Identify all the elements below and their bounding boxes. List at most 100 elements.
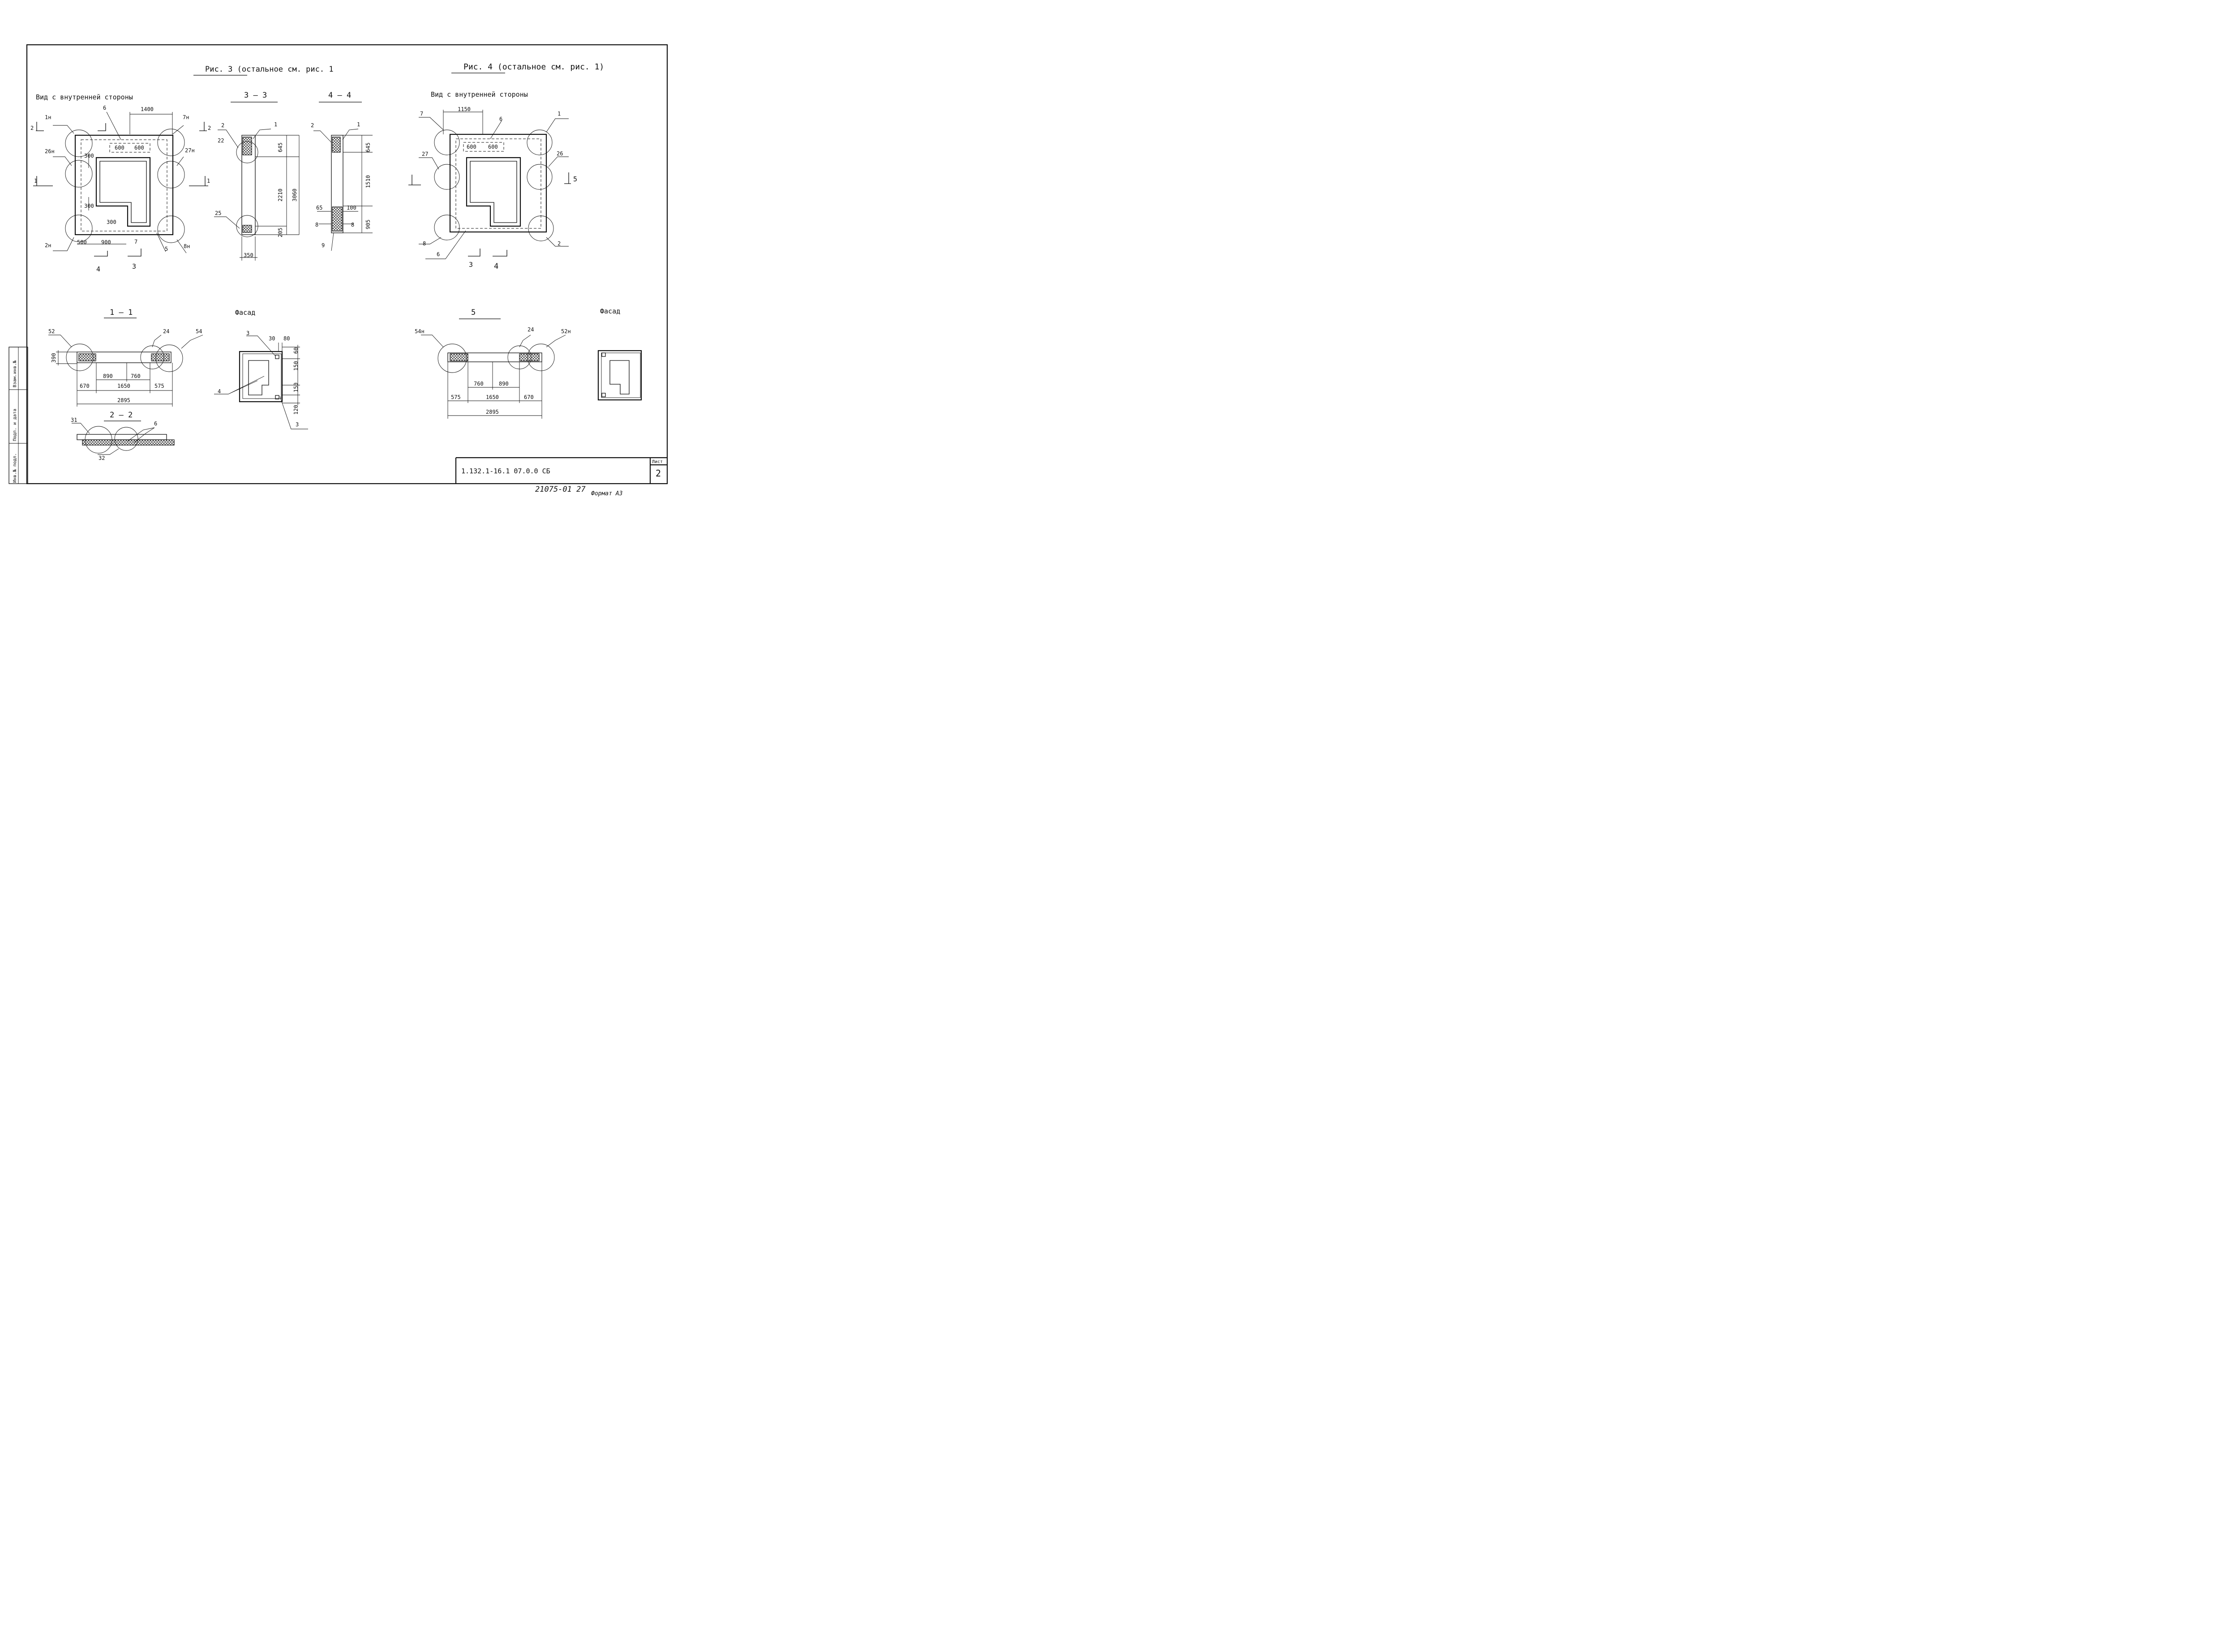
f4-callout-8: 8 bbox=[423, 240, 426, 247]
dim-300-b: 300 bbox=[84, 203, 94, 209]
dim-1400: 1400 bbox=[141, 106, 154, 112]
section-2-2-title: 2 — 2 bbox=[110, 411, 133, 420]
dim-300-c: 300 bbox=[107, 219, 116, 225]
dim-900: 900 bbox=[101, 239, 111, 245]
f4-callout-2: 2 bbox=[558, 240, 561, 247]
fl-dim-150-a: 150 bbox=[293, 361, 299, 371]
s5-dim-760: 760 bbox=[474, 381, 484, 387]
s33-callout-2: 2 bbox=[221, 122, 224, 129]
s11-dim-760: 760 bbox=[131, 373, 141, 379]
s22-callout-6: 6 bbox=[154, 421, 157, 427]
s33-dim-3060: 3060 bbox=[292, 189, 298, 202]
callout-27n: 27н bbox=[185, 147, 195, 154]
s11-dim-670: 670 bbox=[80, 383, 90, 389]
callout-2n: 2н bbox=[45, 242, 51, 249]
callout-26n: 26н bbox=[45, 148, 55, 154]
callout-7n: 7н bbox=[183, 114, 189, 120]
s44-callout-2: 2 bbox=[311, 122, 314, 129]
cut-1-right: 1 bbox=[207, 178, 210, 184]
fig4-labels: 7 27 8 1 26 2 6 6 5 3 4 1150 600 600 bbox=[420, 106, 577, 271]
fl-callout-3-top: 3 bbox=[246, 330, 249, 336]
cut-3: 3 bbox=[132, 262, 136, 270]
fig4-title: Рис. 4 (остальное см. рис. 1) bbox=[463, 62, 604, 72]
dim-600-b: 600 bbox=[134, 145, 144, 151]
fl-dim-30: 30 bbox=[269, 335, 275, 342]
section-3-3-labels: 2 22 25 1 645 2210 3060 205 350 bbox=[215, 121, 298, 258]
f4-cut-3: 3 bbox=[469, 261, 473, 269]
fig3-inner-view bbox=[33, 112, 208, 257]
side-stamp-sign-date: Подп. и дата bbox=[13, 409, 17, 441]
s33-dim-645: 645 bbox=[277, 142, 283, 152]
f4-mark-6-top: 6 bbox=[499, 116, 502, 122]
s33-callout-22: 22 bbox=[218, 137, 224, 144]
callout-1n: 1н bbox=[45, 114, 51, 120]
document-code: 1.132.1-16.1 07.0.0 СБ bbox=[461, 467, 550, 475]
s33-dim-205: 205 bbox=[277, 227, 283, 237]
format-label: Формат А3 bbox=[591, 490, 622, 497]
f4-dim-600-a: 600 bbox=[467, 144, 476, 150]
f4-cut-5: 5 bbox=[573, 175, 577, 183]
fig4-panel-outline bbox=[449, 133, 547, 233]
section-2-2-labels: 31 6 32 bbox=[71, 417, 157, 461]
s11-callout-24: 24 bbox=[163, 328, 169, 335]
f4-callout-1: 1 bbox=[558, 111, 561, 117]
s5-callout-24: 24 bbox=[528, 326, 534, 333]
f4-dim-1150: 1150 bbox=[458, 106, 471, 112]
s5-dim-1650: 1650 bbox=[486, 394, 499, 400]
s44-callout-8-left: 8 bbox=[315, 222, 318, 228]
cut-2-left: 2 bbox=[30, 125, 34, 131]
fig3-view-label: Вид с внутренней стороны bbox=[36, 93, 133, 101]
s5-dim-575: 575 bbox=[451, 394, 461, 400]
fig3-title: Рис. 3 (остальное см. рис. 1 bbox=[205, 65, 334, 74]
section-5-labels: 54н 24 52н 760 890 575 1650 670 2895 bbox=[415, 326, 571, 415]
fig3-panel-outline bbox=[74, 134, 174, 236]
sheet-label: Лист bbox=[652, 459, 663, 464]
f4-mark-6-bottom: 6 bbox=[437, 251, 440, 257]
fl-dim-120: 120 bbox=[293, 405, 299, 415]
s11-dim-1650: 1650 bbox=[117, 383, 130, 389]
facade-left-title: Фасад bbox=[235, 309, 255, 317]
s5-dim-890: 890 bbox=[499, 381, 509, 387]
facade-left: Фасад bbox=[214, 309, 308, 429]
s11-dim-2895: 2895 bbox=[117, 397, 130, 403]
sheet-number: 2 bbox=[656, 468, 661, 479]
s5-callout-54n: 54н bbox=[415, 328, 425, 335]
fig4-inner-view bbox=[408, 110, 571, 259]
s33-dim-350: 350 bbox=[244, 252, 253, 258]
fig3-window-opening bbox=[95, 157, 151, 227]
facade-right-title: Фасад bbox=[600, 307, 620, 315]
s44-dim-645: 645 bbox=[365, 142, 371, 152]
dim-300-a: 300 bbox=[84, 153, 94, 159]
s5-callout-52n: 52н bbox=[561, 328, 571, 335]
f4-cut-4: 4 bbox=[494, 262, 498, 271]
s22-callout-32: 32 bbox=[99, 455, 105, 461]
mark-6: 6 bbox=[103, 105, 106, 111]
section-4-4-title: 4 — 4 bbox=[328, 91, 351, 100]
drawing-sheet: Рис. 3 (остальное см. рис. 1 Вид с внутр… bbox=[9, 44, 668, 497]
footer: 21075-01 27 Формат А3 bbox=[535, 485, 622, 497]
title-block: 1.132.1-16.1 07.0.0 СБ Лист 2 bbox=[455, 457, 667, 484]
s33-callout-1: 1 bbox=[274, 121, 277, 128]
section-1-1-title: 1 — 1 bbox=[110, 308, 133, 317]
side-stamp-replace: Взам.инв.№ bbox=[13, 360, 17, 387]
s22-callout-31: 31 bbox=[71, 417, 77, 423]
section-3-3 bbox=[214, 129, 300, 261]
facade-left-labels: 3 4 3 30 80 60 150 150 120 bbox=[218, 330, 299, 428]
fl-callout-3-bottom: 3 bbox=[296, 421, 299, 428]
section-1-1: 1 — 1 bbox=[48, 308, 203, 407]
s33-callout-25: 25 bbox=[215, 210, 221, 216]
s44-dim-1510: 1510 bbox=[365, 175, 371, 188]
f4-callout-7: 7 bbox=[420, 111, 423, 117]
facade-right: Фасад bbox=[597, 307, 642, 401]
s5-dim-2895: 2895 bbox=[486, 409, 499, 415]
s11-callout-54: 54 bbox=[196, 328, 202, 335]
f4-callout-26: 26 bbox=[557, 150, 563, 157]
s44-callout-9: 9 bbox=[322, 242, 325, 249]
side-stamp: Инв.№ подл. Подп. и дата Взам.инв.№ bbox=[9, 347, 28, 484]
fig3-labels: 1н 26н 2н 7н 27н 8н 6 7 5 2 2 1 1 4 3 14… bbox=[30, 105, 211, 273]
dim-600-a: 600 bbox=[115, 145, 124, 151]
f4-callout-27: 27 bbox=[422, 151, 428, 157]
cut-4: 4 bbox=[96, 265, 100, 273]
fl-dim-60: 60 bbox=[293, 348, 299, 354]
s11-callout-52: 52 bbox=[48, 328, 55, 335]
